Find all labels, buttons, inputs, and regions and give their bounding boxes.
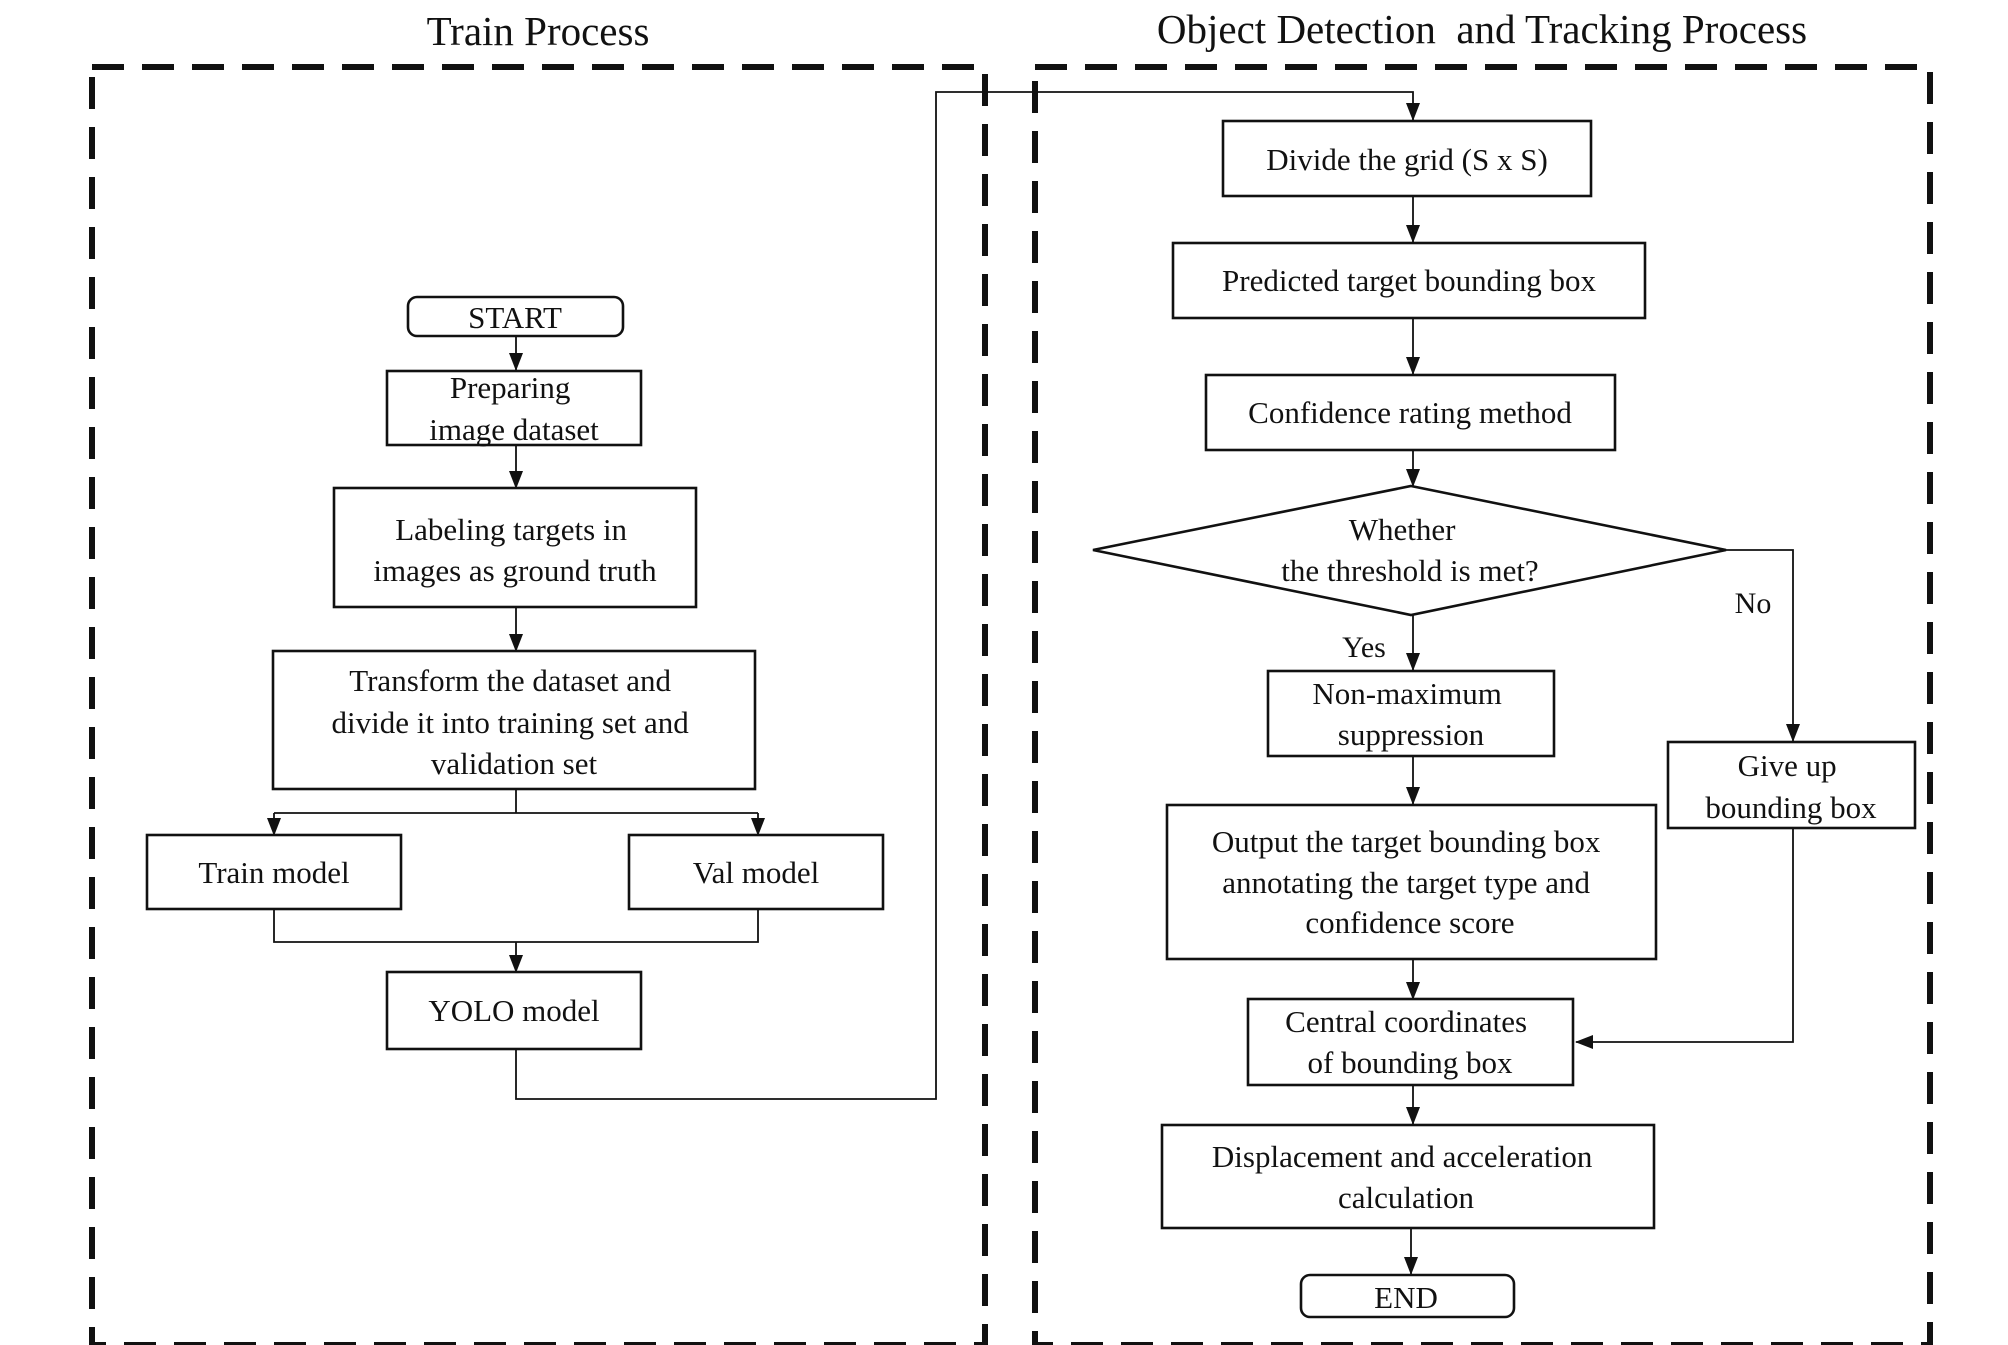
node-yolo-line-1: YOLO model (428, 993, 599, 1028)
node-end-text: END (1374, 1280, 1438, 1315)
node-output-line-1: Output the target bounding box (1212, 824, 1601, 859)
node-giveup-line-2: bounding box (1705, 790, 1877, 825)
node-nms (1266, 669, 1556, 758)
node-label-line-2: images as ground truth (373, 553, 657, 588)
nodes (145, 119, 1917, 1319)
node-val-model (627, 833, 885, 911)
node-threshold-text: Whether the threshold is met? (1281, 512, 1538, 588)
node-threshold-line-1: Whether (1349, 512, 1456, 547)
node-labels: START Preparing image dataset Labeling t… (198, 142, 1877, 1315)
node-grid-text: Divide the grid (S x S) (1266, 142, 1548, 177)
node-nms-text: Non-maximum suppression (1312, 676, 1509, 752)
node-transform (271, 649, 757, 791)
node-displacement-text: Displacement and acceleration calculatio… (1212, 1139, 1600, 1215)
node-displacement-line-1: Displacement and acceleration (1212, 1139, 1593, 1174)
node-start-text: START (468, 300, 562, 335)
train-process-title: Train Process (427, 8, 650, 54)
node-prepare (385, 369, 643, 447)
node-grid (1221, 119, 1593, 198)
node-predict-line-1: Predicted target bounding box (1222, 263, 1596, 298)
node-start-line-1: START (468, 300, 562, 335)
node-output-line-2: annotating the target type and (1222, 865, 1590, 900)
node-yolo-text: YOLO model (428, 993, 599, 1028)
node-threshold-line-2: the threshold is met? (1281, 553, 1538, 588)
edge-yolo-grid (515, 91, 1420, 1100)
node-label-text: Labeling targets in images as ground tru… (373, 512, 657, 588)
node-train-model-text: Train model (198, 855, 349, 890)
node-central (1246, 997, 1575, 1087)
node-predict-text: Predicted target bounding box (1222, 263, 1596, 298)
node-label-line-1: Labeling targets in (395, 512, 627, 547)
node-giveup-line-1: Give up (1738, 748, 1837, 783)
node-output-line-3: confidence score (1305, 905, 1514, 940)
node-central-text: Central coordinates of bounding box (1285, 1004, 1535, 1080)
edge-transform-split (274, 790, 758, 814)
node-threshold (1092, 484, 1727, 617)
node-val-model-line-1: Val model (693, 855, 820, 890)
node-prepare-text: Preparing image dataset (429, 370, 599, 447)
node-transform-line-1: Transform the dataset and (349, 663, 671, 698)
node-val-model-text: Val model (693, 855, 820, 890)
node-displacement (1160, 1123, 1656, 1230)
node-giveup-text: Give up bounding box (1705, 748, 1877, 825)
node-nms-line-2: suppression (1338, 717, 1485, 752)
edge-giveup-central (1575, 829, 1794, 1049)
node-confidence-text: Confidence rating method (1248, 395, 1572, 430)
node-central-line-2: of bounding box (1308, 1045, 1513, 1080)
node-prepare-line-1: Preparing (450, 370, 571, 405)
node-train-model-line-1: Train model (198, 855, 349, 890)
node-prepare-line-2: image dataset (429, 412, 599, 447)
detection-tracking-panel (1032, 64, 1933, 1345)
node-label (332, 486, 698, 609)
edge-train-model-yolo (273, 910, 759, 943)
node-transform-line-2: divide it into training set and (331, 705, 689, 740)
node-end-line-1: END (1374, 1280, 1438, 1315)
node-confidence-line-1: Confidence rating method (1248, 395, 1572, 430)
node-transform-line-3: validation set (431, 746, 598, 781)
node-start (406, 295, 625, 338)
node-displacement-line-2: calculation (1338, 1180, 1474, 1215)
node-train-model (145, 833, 403, 911)
train-process-panel (89, 64, 988, 1345)
node-end (1299, 1273, 1516, 1319)
node-yolo (385, 970, 643, 1051)
edge-label-yes: Yes (1342, 631, 1386, 664)
edges (267, 91, 1800, 1275)
node-output (1165, 803, 1658, 961)
node-giveup (1666, 740, 1917, 830)
node-grid-line-1: Divide the grid (S x S) (1266, 142, 1548, 177)
detection-tracking-title: Object Detection and Tracking Process (1157, 6, 1807, 52)
node-central-line-1: Central coordinates (1285, 1004, 1527, 1039)
edge-threshold-giveup (1726, 549, 1800, 742)
node-transform-text: Transform the dataset and divide it into… (331, 663, 696, 781)
node-nms-line-1: Non-maximum (1312, 676, 1501, 711)
node-confidence (1204, 373, 1617, 452)
edge-label-no: No (1735, 587, 1772, 620)
node-predict (1171, 241, 1647, 320)
node-output-text: Output the target bounding box annotatin… (1212, 824, 1608, 940)
